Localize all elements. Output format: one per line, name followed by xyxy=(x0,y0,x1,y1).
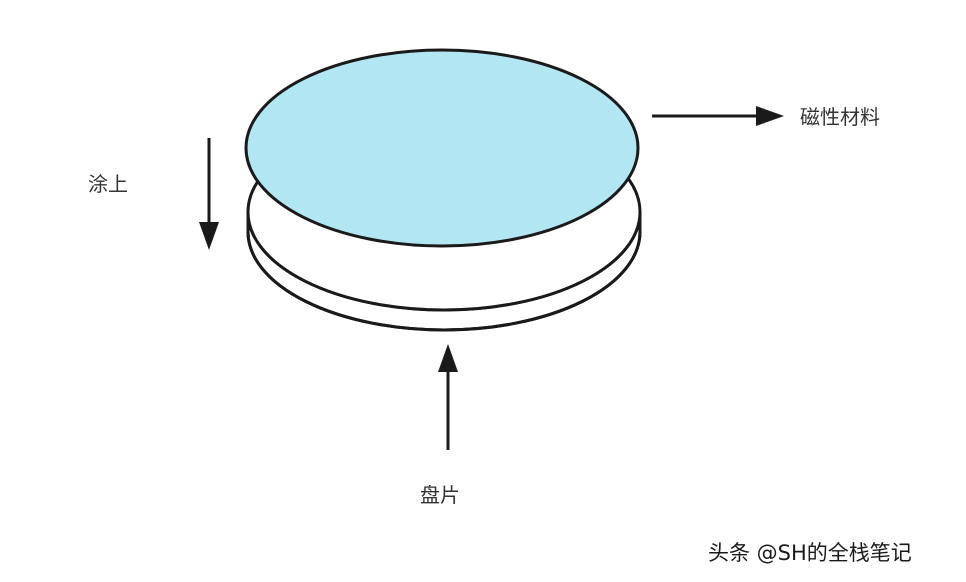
platter-edge-line xyxy=(246,231,642,332)
coat-label: 涂上 xyxy=(88,172,128,196)
watermark-text: 头条 @SH的全栈笔记 xyxy=(708,541,912,565)
arrow-down-icon xyxy=(199,222,219,250)
platter-label: 盘片 xyxy=(420,483,460,507)
magnetic-layer xyxy=(244,48,640,248)
platter-arrow xyxy=(438,344,458,450)
arrow-up-icon xyxy=(438,344,458,372)
magnetic-material-arrow xyxy=(652,106,784,126)
arrow-right-icon xyxy=(756,106,784,126)
magnetic-material-label: 磁性材料 xyxy=(800,105,880,129)
coat-arrow xyxy=(199,138,219,250)
